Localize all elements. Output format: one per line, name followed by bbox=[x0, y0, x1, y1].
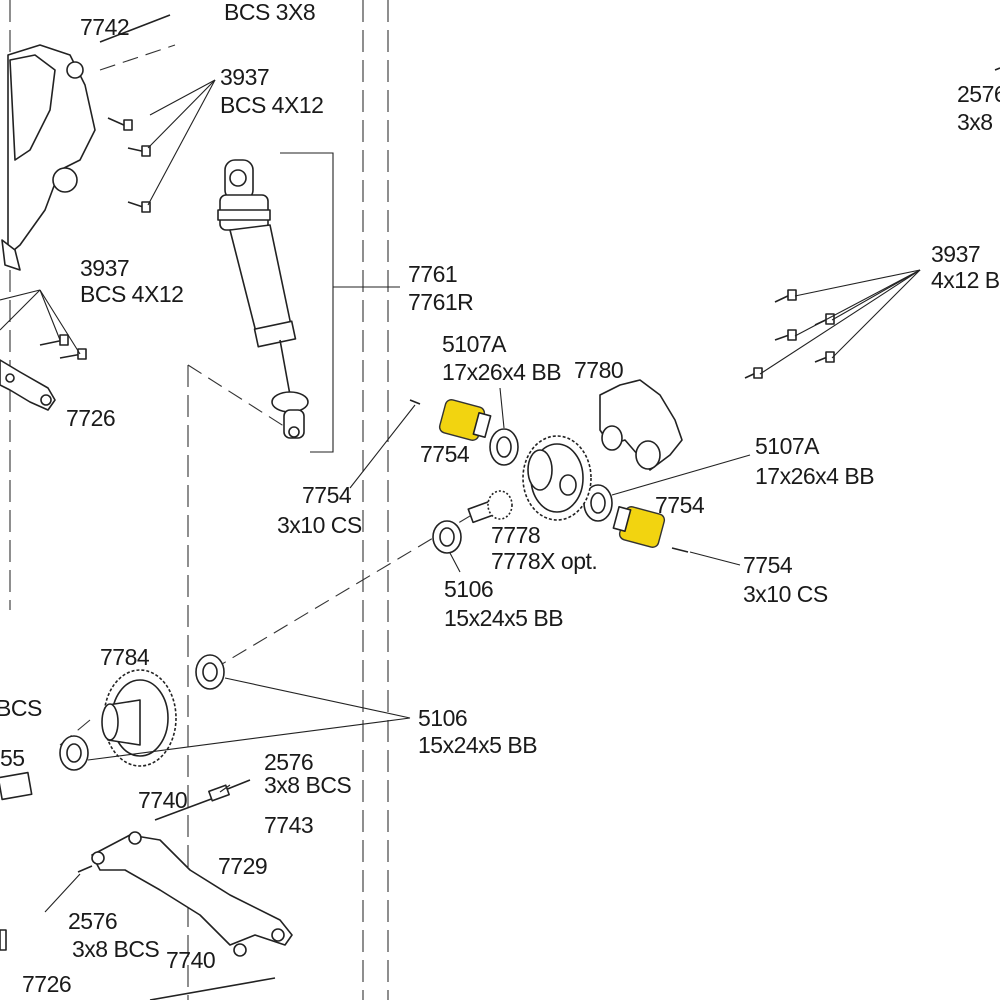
assembly-axes bbox=[59, 44, 481, 746]
label-7740-b: 7740 bbox=[166, 947, 215, 973]
label-bb15-b: 15x24x5 BB bbox=[418, 732, 537, 758]
label-bb17-b: 17x26x4 BB bbox=[755, 463, 874, 489]
label-2576-a: 2576 bbox=[264, 749, 313, 775]
label-2576-b: 2576 bbox=[68, 908, 117, 934]
label-7754-b: 7754 bbox=[302, 482, 352, 508]
label-2576-tr: 2576 bbox=[957, 81, 1000, 107]
label-bb15-a: 15x24x5 BB bbox=[444, 605, 563, 631]
label-7761R: 7761R bbox=[408, 289, 473, 315]
shock-absorber-7761 bbox=[217, 159, 309, 439]
label-bcs4x12-b: BCS 4X12 bbox=[80, 281, 183, 307]
label-bb17-a: 17x26x4 BB bbox=[442, 359, 561, 385]
screws bbox=[39, 14, 1000, 873]
link-7726-top bbox=[0, 359, 56, 411]
label-bcs3x8-tr: 3x8 B bbox=[957, 109, 1000, 135]
axle-sleeve-7754-left bbox=[438, 399, 492, 441]
label-bcs4x12-a: BCS 4X12 bbox=[220, 92, 323, 118]
axle-sleeve-7754-right bbox=[612, 506, 666, 548]
diff-housing-7780 bbox=[599, 379, 683, 471]
label-5107A-b: 5107A bbox=[755, 433, 820, 459]
label-bcs3x8-a: 3x8 BCS bbox=[264, 772, 351, 798]
label-7754-a: 7754 bbox=[420, 441, 470, 467]
label-7780: 7780 bbox=[574, 357, 623, 383]
label-3937-c: 3937 bbox=[931, 241, 980, 267]
label-cs3x10-b: 3x10 CS bbox=[743, 581, 828, 607]
leader-lines bbox=[0, 79, 921, 913]
label-bcs-left: BCS bbox=[0, 695, 42, 721]
differential-gear bbox=[522, 435, 592, 521]
label-7740-a: 7740 bbox=[138, 787, 187, 813]
label-bcs4x12-c: 4x12 BCS bbox=[931, 267, 1000, 293]
label-7754-c: 7754 bbox=[655, 492, 705, 518]
label-7726-a: 7726 bbox=[66, 405, 115, 431]
lower-arm-7729 bbox=[91, 831, 293, 957]
label-5106-b: 5106 bbox=[418, 705, 467, 731]
label-5107A-a: 5107A bbox=[442, 331, 507, 357]
label-3937-a: 3937 bbox=[220, 64, 269, 90]
label-7729: 7729 bbox=[218, 853, 267, 879]
bearings bbox=[59, 428, 613, 771]
label-7726-b: 7726 bbox=[22, 971, 71, 997]
label-5106-a: 5106 bbox=[444, 576, 493, 602]
label-7754-d: 7754 bbox=[743, 552, 793, 578]
link-7726-bottom bbox=[0, 929, 7, 951]
label-cs3x10-a: 3x10 CS bbox=[277, 512, 362, 538]
chassis-upright bbox=[1, 44, 96, 271]
label-7742: 7742 bbox=[80, 14, 129, 40]
label-55: 55 bbox=[0, 745, 25, 771]
stub-axle bbox=[0, 771, 33, 801]
label-3937-b: 3937 bbox=[80, 255, 129, 281]
label-7761: 7761 bbox=[408, 261, 457, 287]
label-7778: 7778 bbox=[491, 522, 540, 548]
label-bcs3x8-top: BCS 3X8 bbox=[224, 0, 315, 25]
label-7778X: 7778X opt. bbox=[491, 548, 597, 574]
spur-gear-7784 bbox=[101, 669, 177, 767]
pinion-7778 bbox=[467, 490, 513, 524]
label-7784: 7784 bbox=[100, 644, 150, 670]
label-bcs3x8-b: 3x8 BCS bbox=[72, 936, 159, 962]
shock-bracket bbox=[280, 152, 400, 453]
label-7743: 7743 bbox=[264, 812, 313, 838]
